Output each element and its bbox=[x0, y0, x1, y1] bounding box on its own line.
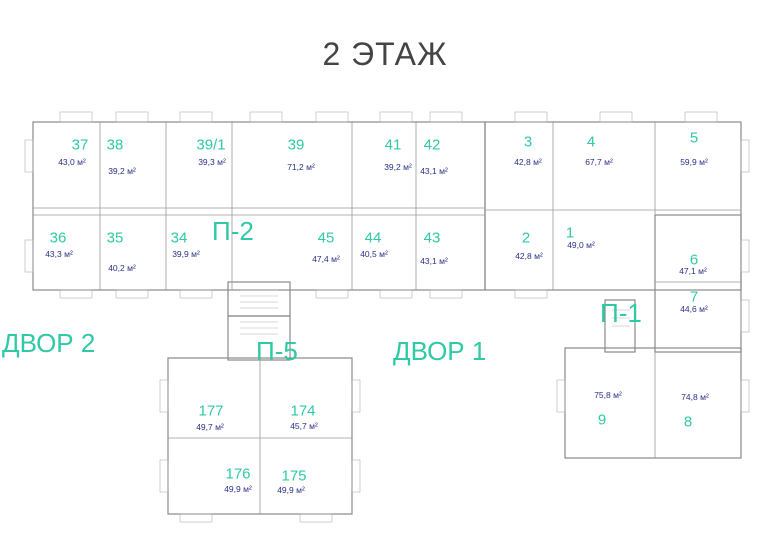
apartment-number: 9 bbox=[597, 411, 607, 429]
apartment-number: 176 bbox=[225, 465, 251, 483]
apartment-number: 41 bbox=[384, 136, 402, 154]
apartment-number: 45 bbox=[317, 229, 335, 247]
apartment-number: 44 bbox=[364, 229, 382, 247]
bottom-right-building bbox=[564, 347, 742, 459]
apartment-number: 43 bbox=[423, 229, 441, 247]
apartment-number: 177 bbox=[198, 402, 224, 420]
apartment-area: 47,4 м² bbox=[312, 254, 340, 264]
apartment-number: 6 bbox=[689, 251, 699, 269]
apartment-area: 49,9 м² bbox=[224, 484, 252, 494]
stair-core-p5 bbox=[227, 315, 291, 361]
apartment-area: 40,2 м² bbox=[108, 263, 136, 273]
apartment-number: 39/1 bbox=[196, 136, 226, 154]
apartment-area: 74,8 м² bbox=[681, 392, 709, 402]
apartment-area: 49,7 м² bbox=[196, 422, 224, 432]
apartment-number: 38 bbox=[106, 136, 124, 154]
stair-core-p1 bbox=[604, 299, 636, 353]
apartment-number: 4 bbox=[586, 133, 596, 151]
apartment-number: 35 bbox=[106, 229, 124, 247]
apartment-area: 43,0 м² bbox=[58, 157, 86, 167]
apartment-area: 47,1 м² bbox=[679, 266, 707, 276]
stair-core-p2 bbox=[227, 281, 291, 317]
apartment-number: 5 bbox=[689, 129, 699, 147]
apartment-number: 42 bbox=[423, 136, 441, 154]
courtyard-label-yard-2: ДВОР 2 bbox=[2, 328, 96, 358]
apartment-area: 49,0 м² bbox=[567, 240, 595, 250]
apartment-area: 67,7 м² bbox=[585, 157, 613, 167]
apartment-number: 1 bbox=[565, 224, 575, 242]
left-wing-outline bbox=[32, 121, 486, 291]
apartment-number: 37 bbox=[71, 136, 89, 154]
apartment-area: 49,9 м² bbox=[277, 485, 305, 495]
apartment-number: 175 bbox=[281, 467, 307, 485]
apartment-area: 44,6 м² bbox=[680, 304, 708, 314]
apartment-area: 75,8 м² bbox=[594, 390, 622, 400]
apartment-area: 42,8 м² bbox=[514, 157, 542, 167]
apartment-number: 174 bbox=[290, 402, 316, 420]
entrance-label-p1: П-1 bbox=[600, 298, 642, 328]
apartment-area: 40,5 м² bbox=[360, 249, 388, 259]
apartment-area: 59,9 м² bbox=[680, 157, 708, 167]
apartment-number: 8 bbox=[683, 413, 693, 431]
apartment-number: 36 bbox=[49, 229, 67, 247]
entrance-label-p5: П-5 bbox=[256, 336, 298, 366]
apartment-area: 39,3 м² bbox=[198, 157, 226, 167]
apartment-number: 3 bbox=[523, 133, 533, 151]
entrance-label-p2: П-2 bbox=[212, 216, 254, 246]
floor-title: 2 ЭТАЖ bbox=[322, 36, 448, 72]
apartment-area: 43,1 м² bbox=[420, 256, 448, 266]
apartment-number: 7 bbox=[689, 288, 699, 306]
apartment-area: 42,8 м² bbox=[515, 251, 543, 261]
apartment-area: 71,2 м² bbox=[287, 162, 315, 172]
apartment-area: 39,9 м² bbox=[172, 249, 200, 259]
apartment-number: 2 bbox=[521, 229, 531, 247]
right-wing-extension bbox=[654, 214, 742, 353]
apartment-area: 45,7 м² bbox=[290, 421, 318, 431]
apartment-number: 34 bbox=[170, 229, 188, 247]
courtyard-label-yard-1: ДВОР 1 bbox=[393, 336, 487, 366]
apartment-area: 39,2 м² bbox=[108, 166, 136, 176]
apartment-area: 43,1 м² bbox=[420, 166, 448, 176]
apartment-number: 39 bbox=[287, 136, 305, 154]
apartment-area: 39,2 м² bbox=[384, 162, 412, 172]
apartment-area: 43,3 м² bbox=[45, 249, 73, 259]
